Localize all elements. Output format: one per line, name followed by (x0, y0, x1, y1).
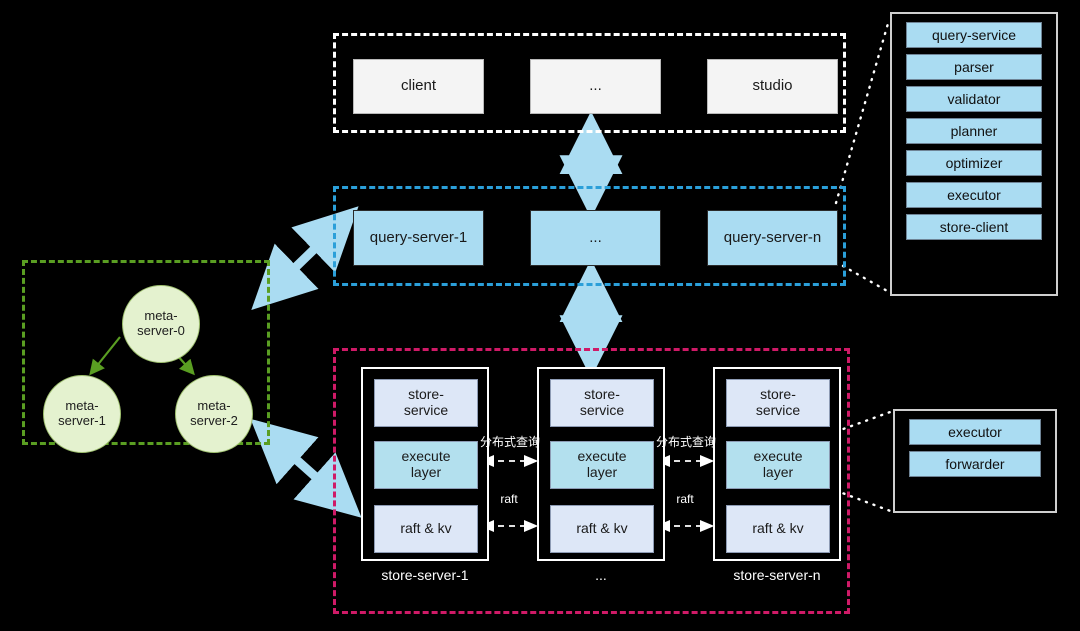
meta-server-2-label-line2: server-2 (190, 413, 238, 428)
meta-layer-group: meta- server-0 meta- server-1 meta- serv… (22, 260, 270, 453)
store-server-n-store-service[interactable]: store- service (726, 379, 830, 427)
store-service-label-line1: store- (584, 386, 620, 403)
query-box-server-1[interactable]: query-server-1 (353, 210, 484, 266)
meta-server-2-label-line1: meta- (197, 398, 231, 414)
detail-item-planner[interactable]: planner (906, 118, 1042, 144)
execute-layer-label-line1: execute (401, 448, 451, 465)
store-server-middle-store-service[interactable]: store- service (550, 379, 654, 427)
store-server-1-store-service[interactable]: store- service (374, 379, 478, 427)
store-service-label-line1: store- (408, 386, 444, 403)
store-server-1-label: store-server-1 (381, 567, 469, 583)
store-server-middle-box[interactable]: store- service execute layer raft & kv (537, 367, 665, 561)
distributed-query-label-2: 分布式查询 (655, 435, 716, 449)
execute-layer-label-line2: layer (410, 464, 442, 480)
meta-server-1-label-line1: meta- (65, 398, 99, 414)
store-server-n-raft-kv[interactable]: raft & kv (726, 505, 830, 553)
detail-item-parser[interactable]: parser (906, 54, 1042, 80)
client-box-ellipsis[interactable]: ... (530, 59, 661, 114)
store-server-middle-label: ... (595, 567, 607, 583)
raft-label-1: raft (500, 492, 518, 506)
execute-layer-label-line1: execute (577, 448, 627, 465)
store-server-middle-execute-layer[interactable]: execute layer (550, 441, 654, 489)
client-layer-group: client ... studio (333, 33, 846, 133)
detail-item-store-executor[interactable]: executor (909, 419, 1041, 445)
raft-label-2: raft (676, 492, 694, 506)
store-server-middle-raft-kv[interactable]: raft & kv (550, 505, 654, 553)
execute-layer-label-line2: layer (762, 464, 794, 480)
store-layer-group: store- service execute layer raft & kv s… (333, 348, 850, 614)
store-server-n-box[interactable]: store- service execute layer raft & kv (713, 367, 841, 561)
meta-server-0-label-line2: server-0 (137, 323, 185, 338)
meta-server-1-label-line2: server-1 (58, 413, 106, 428)
execute-layer-label-line2: layer (586, 464, 618, 480)
query-box-server-n[interactable]: query-server-n (707, 210, 838, 266)
arrow-meta-query (251, 206, 359, 311)
distributed-query-label-1: 分布式查询 (479, 435, 540, 449)
detail-item-store-client[interactable]: store-client (906, 214, 1042, 240)
detail-item-query-service[interactable]: query-service (906, 22, 1042, 48)
store-service-label-line2: service (755, 402, 801, 418)
meta-server-0-node[interactable]: meta- server-0 (122, 285, 200, 363)
detail-item-executor[interactable]: executor (906, 182, 1042, 208)
execute-layer-label-line1: execute (753, 448, 803, 465)
store-server-1-raft-kv[interactable]: raft & kv (374, 505, 478, 553)
detail-item-optimizer[interactable]: optimizer (906, 150, 1042, 176)
meta-server-1-node[interactable]: meta- server-1 (43, 375, 121, 453)
arrow-meta-store (250, 418, 362, 518)
store-execute-detail-panel: executor forwarder (893, 409, 1057, 513)
store-service-label-line2: service (403, 402, 449, 418)
client-box-studio[interactable]: studio (707, 59, 838, 114)
store-server-n-label: store-server-n (733, 567, 821, 583)
query-box-ellipsis[interactable]: ... (530, 210, 661, 266)
client-box-client[interactable]: client (353, 59, 484, 114)
meta-server-0-label-line1: meta- (144, 308, 178, 324)
store-server-1-execute-layer[interactable]: execute layer (374, 441, 478, 489)
store-service-label-line1: store- (760, 386, 796, 403)
query-layer-group: query-server-1 ... query-server-n (333, 186, 846, 286)
query-service-detail-panel: query-service parser validator planner o… (890, 12, 1058, 296)
store-service-label-line2: service (579, 402, 625, 418)
store-server-n-execute-layer[interactable]: execute layer (726, 441, 830, 489)
store-server-1-box[interactable]: store- service execute layer raft & kv (361, 367, 489, 561)
detail-item-validator[interactable]: validator (906, 86, 1042, 112)
detail-item-forwarder[interactable]: forwarder (909, 451, 1041, 477)
meta-server-2-node[interactable]: meta- server-2 (175, 375, 253, 453)
